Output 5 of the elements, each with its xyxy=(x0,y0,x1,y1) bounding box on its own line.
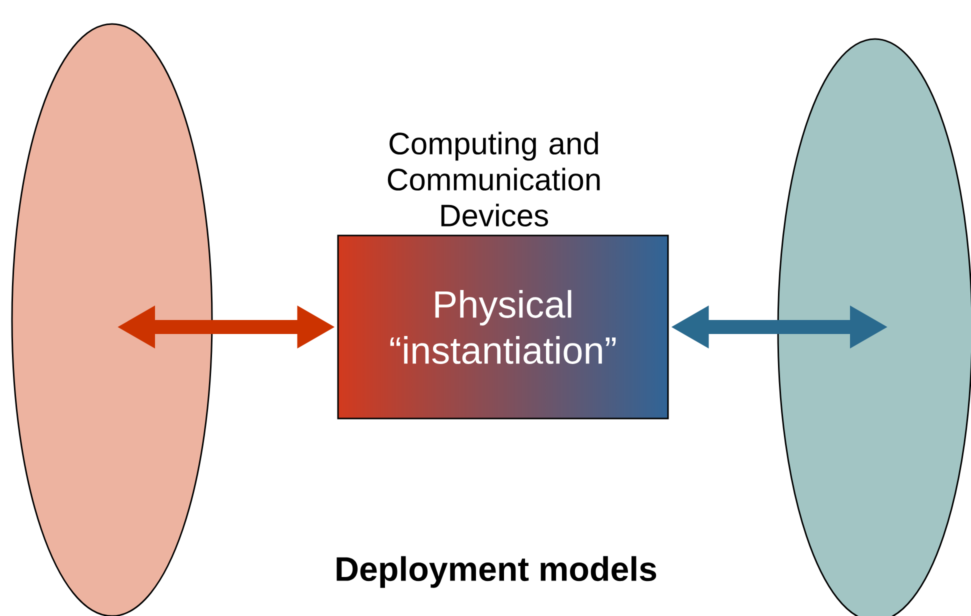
ellipse xyxy=(11,23,213,616)
title: Deployment models xyxy=(336,556,656,588)
ellipse xyxy=(777,38,971,616)
heading: Computing and Communication Devices xyxy=(388,132,600,227)
gradient-box: Physical “instantiation” xyxy=(337,234,669,420)
